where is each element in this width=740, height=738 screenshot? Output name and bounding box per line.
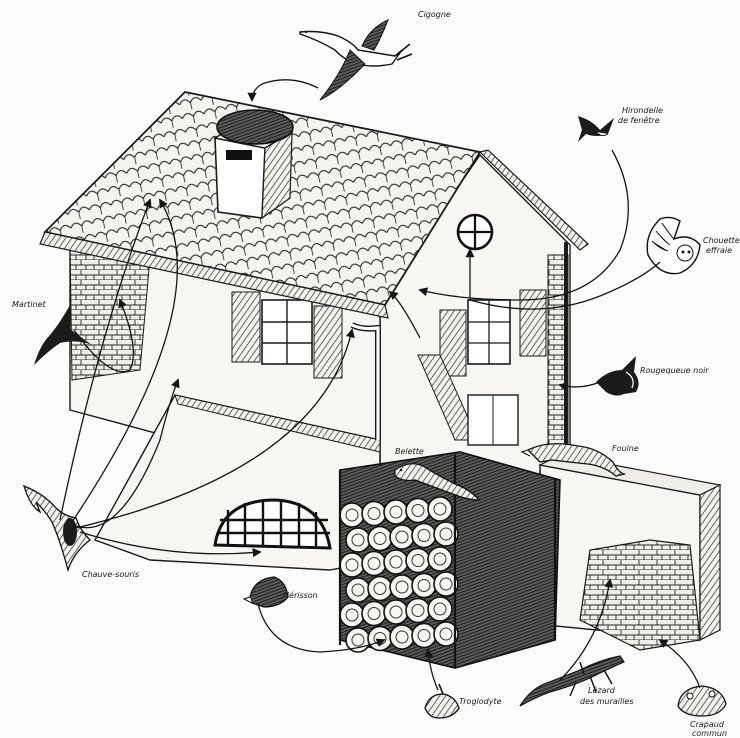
log-end <box>428 497 452 521</box>
log-end <box>346 628 370 652</box>
log-end <box>368 527 392 551</box>
bat <box>24 486 90 570</box>
log-end <box>384 550 408 574</box>
log-end <box>384 500 408 524</box>
log-end <box>362 502 386 526</box>
log-end <box>346 578 370 602</box>
log-end <box>368 627 392 651</box>
label-crapaud-line1: Crapaud <box>690 720 724 729</box>
label-fouine: Fouine <box>612 444 639 453</box>
log-end <box>340 553 364 577</box>
log-end <box>428 547 452 571</box>
log-end <box>406 499 430 523</box>
log-end <box>406 549 430 573</box>
log-end <box>368 577 392 601</box>
log-end <box>412 574 436 598</box>
black-redstart <box>596 356 639 396</box>
barn-owl <box>647 217 700 273</box>
label-cigogne: Cigogne <box>418 10 451 19</box>
common-toad <box>678 686 726 716</box>
wren <box>425 684 459 718</box>
stork-nest <box>217 110 293 144</box>
label-lezard-line2: des murailles <box>580 697 634 706</box>
log-end <box>390 525 414 549</box>
dry-stone-pile <box>580 540 700 650</box>
label-troglodyte: Troglodyte <box>459 697 502 706</box>
log-end <box>346 528 370 552</box>
label-hirondelle-line2: de fenêtre <box>618 116 660 125</box>
log-end <box>412 524 436 548</box>
log-end <box>362 602 386 626</box>
log-end <box>412 624 436 648</box>
hedgehog <box>244 577 288 607</box>
log-end <box>362 552 386 576</box>
garden-wall <box>540 455 720 650</box>
log-end <box>406 599 430 623</box>
round-vent <box>458 215 492 249</box>
log-end <box>340 503 364 527</box>
log-end <box>340 603 364 627</box>
label-belette: Belette <box>395 447 424 456</box>
label-crapaud-line2: commun <box>692 729 727 738</box>
log-end <box>390 575 414 599</box>
label-chouette-line2: effraie <box>706 246 732 255</box>
label-martinet: Martinet <box>12 300 46 309</box>
label-herisson: Hérisson <box>283 591 318 600</box>
log-end <box>390 625 414 649</box>
label-chouette-line1: Chouette <box>703 236 740 245</box>
label-hirondelle-line1: Hirondelle <box>622 106 663 115</box>
label-lezard-line1: Lézard <box>588 686 615 695</box>
log-end <box>428 597 452 621</box>
house-martin <box>578 116 614 142</box>
log-end <box>384 600 408 624</box>
label-chauve-souris: Chauve-souris <box>82 570 139 579</box>
label-rougequeue: Rougequeue noir <box>640 366 709 375</box>
